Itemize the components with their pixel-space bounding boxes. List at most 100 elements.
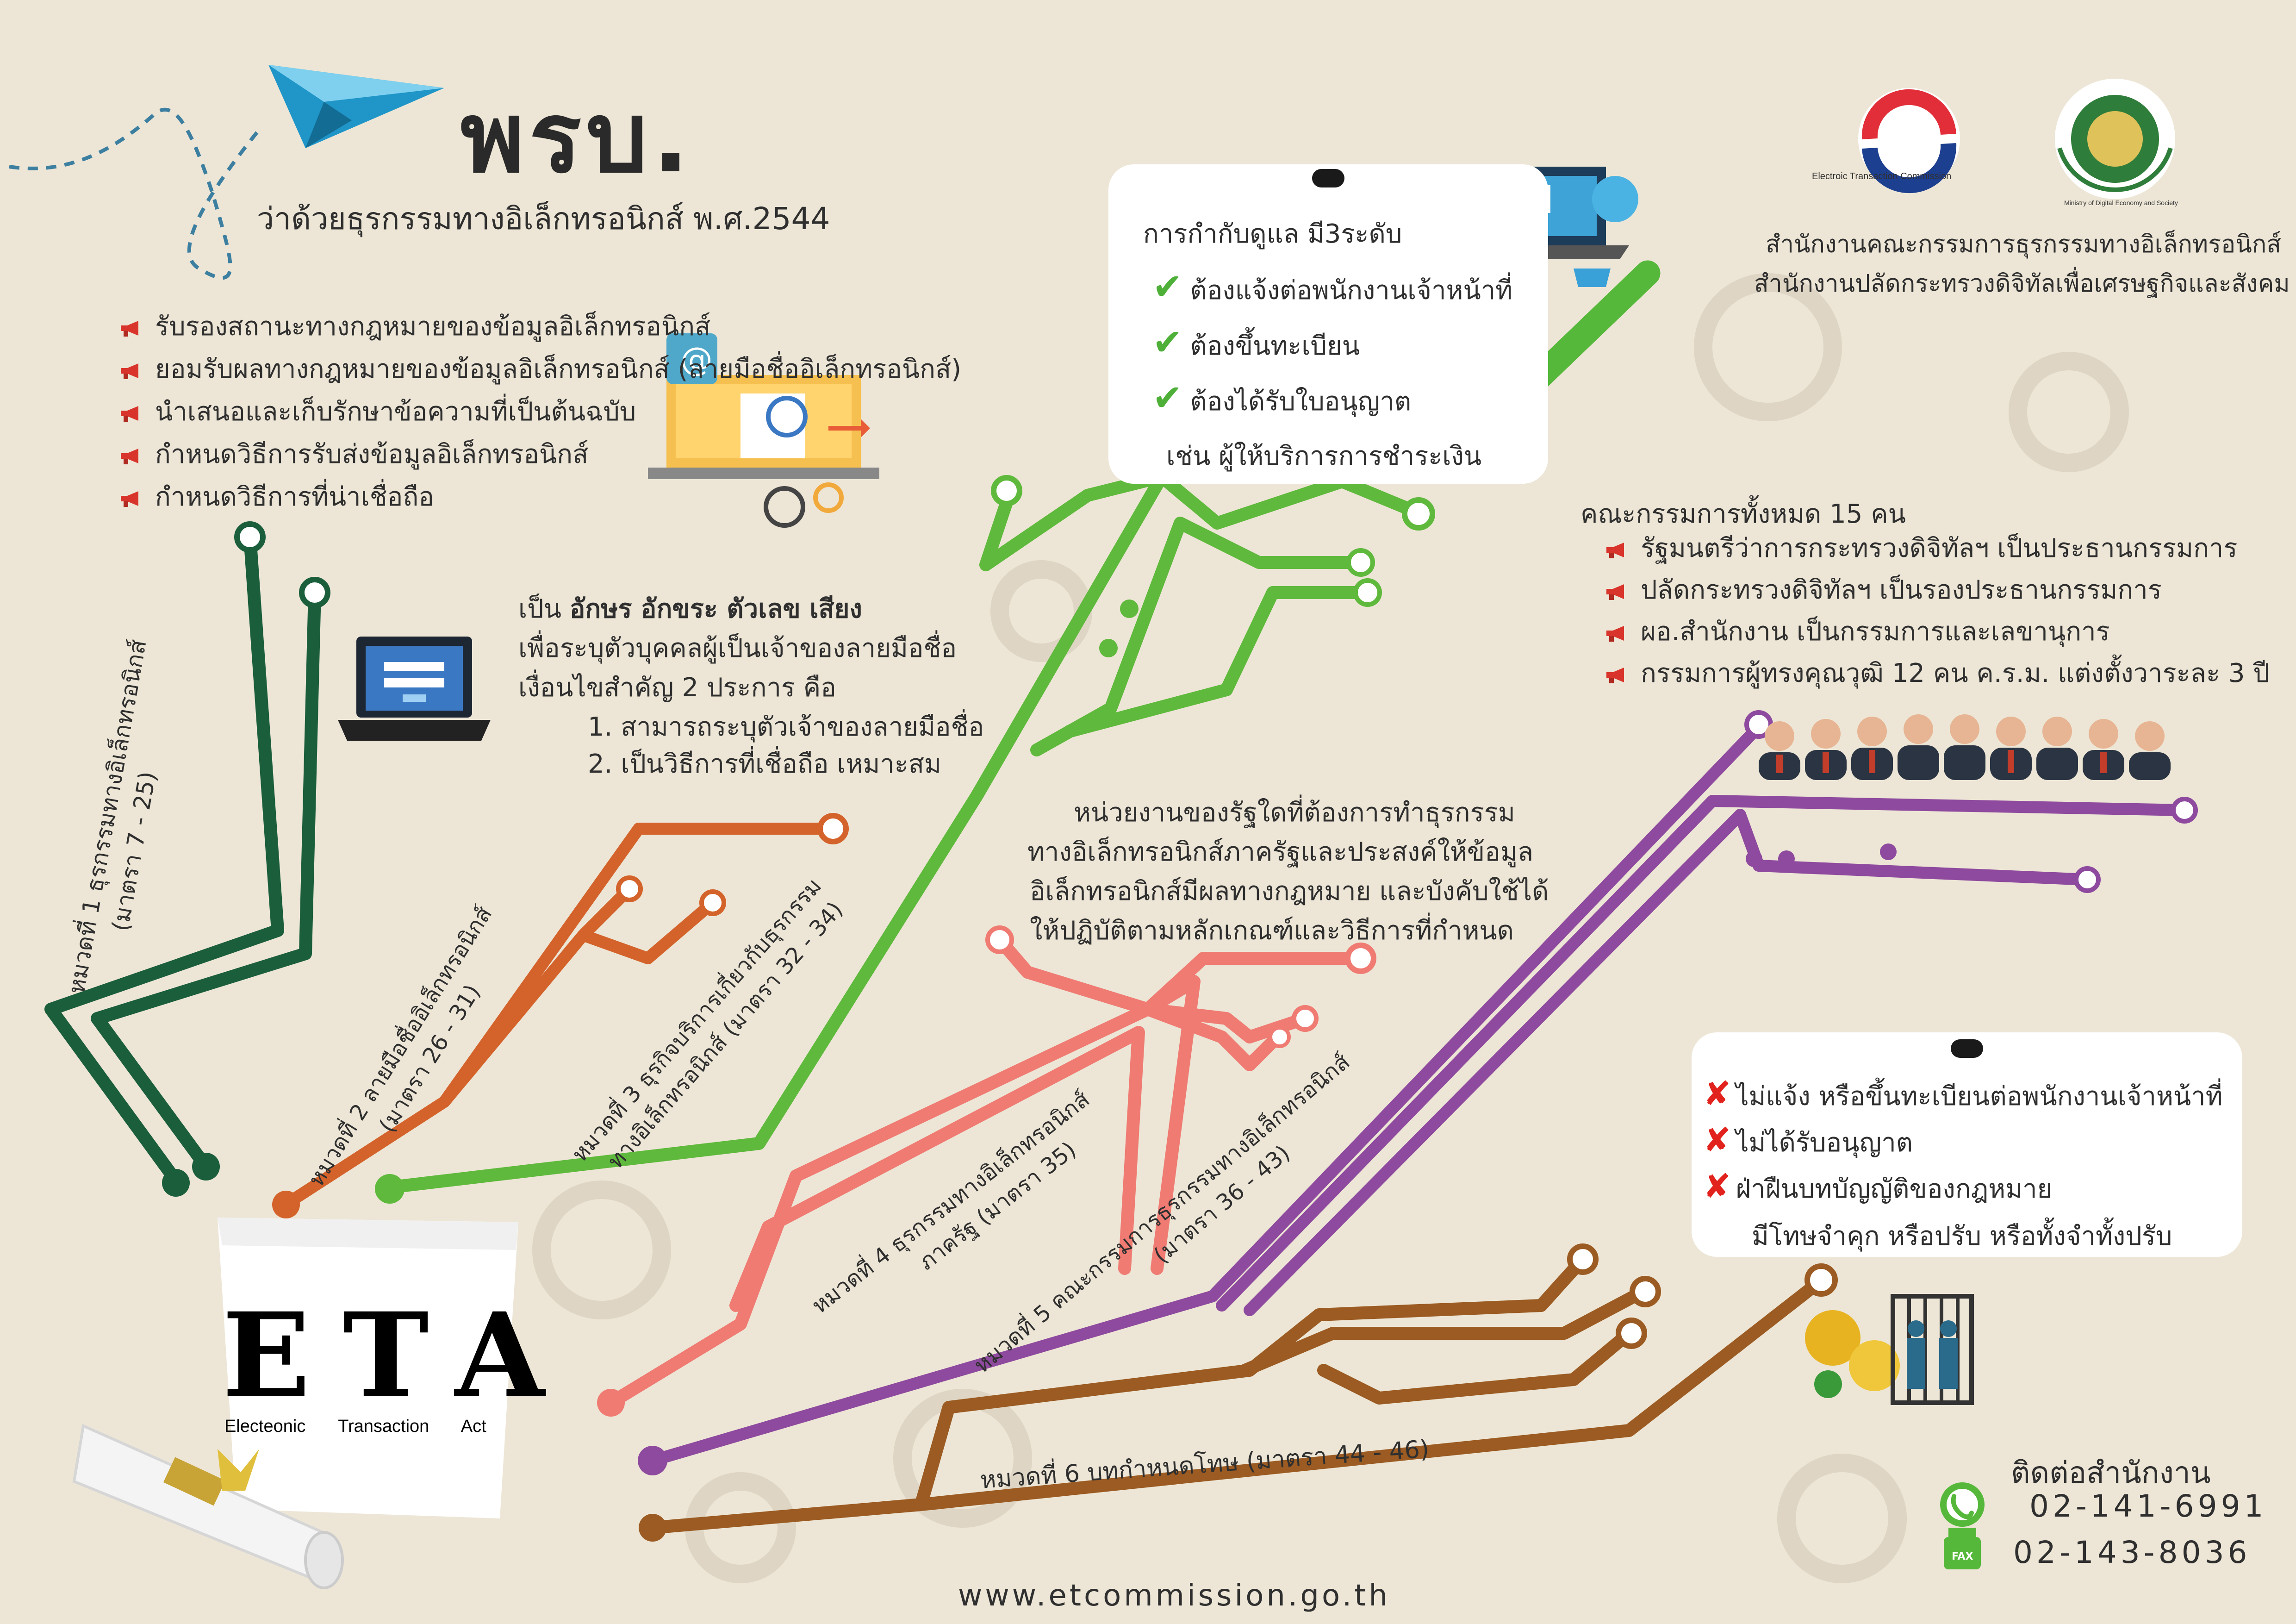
station (1120, 600, 1139, 618)
megaphone-icon (1606, 625, 1624, 642)
cross-icon: ✘ (1703, 1167, 1731, 1206)
chapter-5-line (647, 721, 2190, 1467)
megaphone-icon (121, 406, 138, 422)
penalty-card (1692, 1032, 2242, 1257)
list-item: รับรองสถานะทางกฎหมายของข้อมูลอิเล็กทรอนิ… (118, 306, 961, 348)
agency-name: สำนักงานคณะกรรมการธุรกรรมทางอิเล็กทรอนิก… (1766, 231, 2282, 258)
signature-line2: เพื่อระบุตัวบุคคลผู้เป็นเจ้าของลายมือชื่… (518, 633, 957, 663)
scroll-icon (72, 1424, 344, 1589)
gear-icon (893, 1389, 1032, 1528)
login-laptop-icon (338, 637, 491, 741)
signature-condition: 1. สามารถระบุตัวเจ้าของลายมือชื่อ (588, 712, 984, 742)
money-jail-icon (1805, 1294, 1974, 1405)
station (2171, 797, 2198, 824)
cross-icon: ✘ (1703, 1120, 1731, 1159)
station (817, 813, 849, 844)
station (1567, 1243, 1599, 1275)
station (616, 875, 643, 902)
regulation-item: ✔ต้องได้รับใบอนุญาต (1152, 377, 1412, 419)
station (1630, 1276, 1661, 1307)
state-agency-text: ให้ปฏิบัติตามหลักเกณฑ์และวิธีการที่กำหนด (1030, 916, 1514, 946)
committee-people-icon (1759, 714, 2171, 780)
page-title: พรบ. (460, 81, 694, 194)
station (1099, 639, 1118, 657)
chapter-1-line (44, 531, 321, 1187)
chapter-2-line (281, 823, 839, 1210)
station (1292, 1005, 1319, 1032)
gear-icon (2009, 352, 2129, 472)
list-item: ยอมรับผลทางกฎหมายของข้อมูลอิเล็กทรอนิกส์… (118, 348, 961, 391)
plane-trail (9, 107, 261, 280)
station (1353, 578, 1382, 607)
etc-logo (1858, 88, 1960, 194)
megaphone-icon (121, 320, 138, 337)
card-pin (1312, 169, 1344, 187)
list-item: ปลัดกระทรวงดิจิทัลฯ เป็นรองประธานกรรมการ (1604, 569, 2270, 611)
chapter-6-line (646, 1253, 1825, 1534)
station (2074, 866, 2101, 893)
committee-heading: คณะกรรมการทั้งหมด 15 คน (1580, 499, 1906, 529)
station (638, 1446, 667, 1475)
list-item: กรรมการผู้ทรงคุณวุฒิ 12 คน ค.ร.ม. แต่งตั… (1604, 653, 2270, 694)
megaphone-icon (121, 363, 138, 379)
station (597, 1389, 625, 1417)
megaphone-icon (121, 448, 138, 464)
station (699, 889, 726, 916)
station (1880, 843, 1897, 860)
list-item: รัฐมนตรีว่าการกระทรวงดิจิทัลฯ เป็นประธาน… (1604, 528, 2270, 569)
penalty-note: มีโทษจำคุก หรือปรับ หรือทั้งจำทั้งปรับ (1752, 1221, 2172, 1251)
regulation-item: ✔ต้องแจ้งต่อพนักงานเจ้าหน้าที่ (1152, 266, 1513, 308)
list-item: ผอ.สำนักงาน เป็นกรรมการและเลขานุการ (1604, 611, 2270, 653)
cross-icon: ✘ (1703, 1074, 1731, 1113)
email-laptop-icon: @ (648, 333, 879, 528)
station (375, 1174, 404, 1204)
list-item: กำหนดวิธีการรับส่งข้อมูลอิเล็กทรอนิกส์ (118, 433, 961, 476)
station (639, 1514, 666, 1542)
card-pin (1951, 1039, 1983, 1058)
state-agency-text: ทางอิเล็กทรอนิกส์ภาครัฐและประสงค์ให้ข้อม… (1027, 837, 1534, 867)
station (1616, 1318, 1647, 1349)
signature-condition: 2. เป็นวิธีการที่เชื่อถือ เหมาะสม (588, 749, 941, 779)
eta-letters: ETA (222, 1287, 577, 1423)
ministry-emblem (2055, 79, 2175, 199)
committee-list: รัฐมนตรีว่าการกระทรวงดิจิทัลฯ เป็นประธาน… (1604, 528, 2270, 694)
eta-paper (218, 1218, 518, 1518)
station (1804, 1263, 1838, 1297)
check-icon: ✔ (1152, 322, 1183, 363)
megaphone-icon (1606, 542, 1624, 558)
station (1345, 943, 1376, 974)
station (299, 577, 330, 608)
station (1346, 548, 1375, 577)
phone-number[interactable]: 02-141-6991 (2029, 1488, 2267, 1524)
etc-logo-caption: Electroic Transaction Commission (1812, 171, 1952, 181)
agency-name: สำนักงานปลัดกระทรวงดิจิทัลเพื่อเศรษฐกิจแ… (1754, 270, 2290, 298)
station (991, 475, 1022, 506)
station (272, 1191, 300, 1218)
station (162, 1169, 190, 1197)
fax-number: 02-143-8036 (2013, 1535, 2251, 1570)
penalty-item: ✘ไม่ได้รับอนุญาต (1703, 1120, 1913, 1159)
fax-icon (1944, 1528, 1981, 1569)
ministry-logo-caption: Ministry of Digital Economy and Society (2064, 199, 2178, 206)
regulation-example: เช่น ผู้ให้บริการการชำระเงิน (1166, 441, 1482, 471)
gear-icon (1777, 1454, 1907, 1583)
check-icon: ✔ (1152, 377, 1183, 419)
check-icon: ✔ (1152, 266, 1183, 308)
eta-fullname: Electeonic Transaction Act (224, 1417, 486, 1436)
station (1402, 497, 1435, 531)
station (985, 925, 1014, 954)
phone-icon (1940, 1482, 1985, 1527)
list-item: กำหนดวิธีการที่น่าเชื่อถือ (118, 476, 961, 518)
gear-icon (532, 1181, 671, 1319)
website-link[interactable]: www.etcommission.go.th (958, 1579, 1390, 1613)
paper-plane-icon (268, 65, 444, 148)
megaphone-icon (121, 491, 138, 507)
gear-icon (1694, 273, 1842, 421)
state-agency-text: อิเล็กทรอนิกส์มีผลทางกฎหมาย และบังคับใช้… (1030, 876, 1549, 906)
intro-bullet-list: รับรองสถานะทางกฎหมายของข้อมูลอิเล็กทรอนิ… (118, 306, 961, 518)
page-subtitle: ว่าด้วยธุรกรรมทางอิเล็กทรอนิกส์ พ.ศ.2544 (257, 201, 830, 237)
svg-text:@: @ (680, 340, 713, 378)
station (1269, 1026, 1291, 1048)
